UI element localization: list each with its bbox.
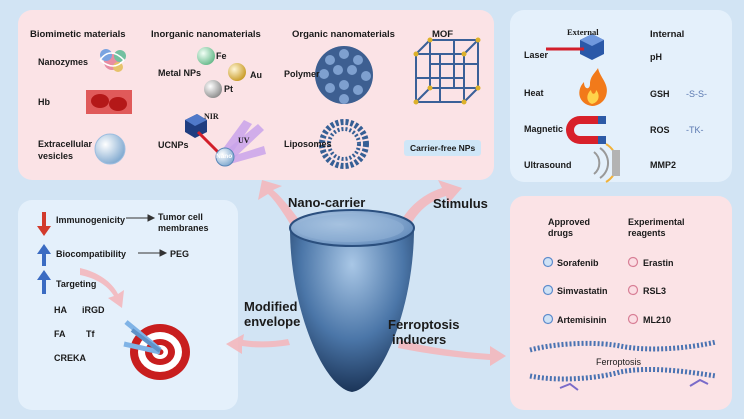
ferroptosis-membrane-icon xyxy=(529,339,717,391)
laser-icon xyxy=(546,34,604,60)
simvastatin-label: Simvastatin xyxy=(557,286,608,296)
au-label: Au xyxy=(250,70,262,80)
nanocarrier-hemisphere xyxy=(289,209,415,392)
au-sphere-icon xyxy=(228,63,246,81)
tf-label: Tf xyxy=(86,329,95,339)
hb-label: Hb xyxy=(38,97,50,107)
erastin-label: Erastin xyxy=(643,258,674,268)
vesicle-icon xyxy=(94,133,126,165)
laser-label: Laser xyxy=(524,50,549,60)
metal-nps-label: Metal NPs xyxy=(158,68,202,78)
extracellular-label: Extracellular xyxy=(38,139,93,149)
mof-title: MOF xyxy=(432,29,454,40)
ml210-label: ML210 xyxy=(643,315,672,325)
reagents-title: reagents xyxy=(628,228,666,238)
ph-label: pH xyxy=(650,52,662,62)
internal-title: Internal xyxy=(650,29,685,40)
fe-sphere-icon xyxy=(197,47,215,65)
stimulus-title: Stimulus xyxy=(433,196,488,211)
nanozyme-icon xyxy=(99,49,126,72)
disulfide-bond-label: -S-S- xyxy=(686,89,707,99)
hb-red-cells-icon xyxy=(86,90,132,114)
ultrasound-icon xyxy=(593,143,620,183)
envelope-title: envelope xyxy=(244,314,301,329)
nir-label: NIR xyxy=(204,112,219,121)
carrier-free-badge: Carrier-free NPs xyxy=(404,140,482,156)
ucnps-label: UCNPs xyxy=(158,140,189,150)
creka-label: CREKA xyxy=(54,353,87,363)
ros-label: ROS xyxy=(650,125,670,135)
ha-label: HA xyxy=(54,305,67,315)
ferroptosis-title: Ferroptosis xyxy=(388,317,460,332)
approved-drug-markers xyxy=(542,256,554,325)
tumor-cell-label: Tumor cell xyxy=(158,212,203,222)
inducers-title: inducers xyxy=(392,332,447,347)
nanozymes-label: Nanozymes xyxy=(38,57,89,67)
inorganic-title: Inorganic nanomaterials xyxy=(151,29,261,40)
immunogenicity-label: Immunogenicity xyxy=(56,215,126,225)
heat-label: Heat xyxy=(524,88,544,98)
artemisinin-label: Artemisinin xyxy=(557,315,607,325)
approved-title: Approved xyxy=(548,217,591,227)
uv-label: UV xyxy=(238,136,250,145)
polymer-sphere-icon xyxy=(315,46,373,104)
vesicles-label: vesicles xyxy=(38,151,74,161)
liposomes-label: Liposomes xyxy=(284,139,332,149)
pt-label: Pt xyxy=(224,84,233,94)
increase-arrow-icon xyxy=(37,244,51,266)
increase-arrow-icon xyxy=(37,270,51,294)
thioketal-bond-label: -TK- xyxy=(686,125,704,135)
magnet-icon xyxy=(566,116,606,144)
ucnp-laser-icon xyxy=(185,114,266,167)
biomimetic-title: Biomimetic materials xyxy=(30,29,126,40)
ferroptosis-membrane-label: Ferroptosis xyxy=(596,357,642,367)
liposome-icon xyxy=(319,119,369,169)
ultrasound-label: Ultrasound xyxy=(524,160,572,170)
envelope-panel xyxy=(18,200,238,410)
flame-icon xyxy=(579,68,607,106)
mof-cage-icon xyxy=(413,37,481,105)
nano-carrier-title: Nano-carrier xyxy=(288,195,366,210)
irgd-label: iRGD xyxy=(82,305,105,315)
mmp2-label: MMP2 xyxy=(650,160,677,170)
rsl3-label: RSL3 xyxy=(643,286,667,296)
stimulus-panel xyxy=(510,10,732,182)
decrease-arrow-icon xyxy=(37,212,51,236)
external-title: External xyxy=(567,27,599,37)
experimental-title: Experimental xyxy=(628,217,685,227)
targeting-label: Targeting xyxy=(56,279,97,289)
modified-title: Modified xyxy=(244,299,298,314)
polymer-label: Polymer xyxy=(284,69,320,79)
fa-label: FA xyxy=(54,329,66,339)
peg-label: PEG xyxy=(170,249,190,259)
experimental-reagent-markers xyxy=(627,256,639,325)
sorafenib-label: Sorafenib xyxy=(557,258,599,268)
organic-title: Organic nanomaterials xyxy=(292,29,395,40)
magnetic-label: Magnetic xyxy=(524,124,564,134)
gsh-label: GSH xyxy=(650,89,670,99)
pt-sphere-icon xyxy=(204,80,222,98)
membranes-label: membranes xyxy=(158,223,209,233)
nano-label: Nano xyxy=(216,153,233,160)
biocompatibility-label: Biocompatibility xyxy=(56,249,127,259)
target-icon xyxy=(123,320,190,380)
fe-label: Fe xyxy=(216,51,227,61)
inducers-panel xyxy=(510,196,732,410)
drugs-title: drugs xyxy=(548,228,574,238)
